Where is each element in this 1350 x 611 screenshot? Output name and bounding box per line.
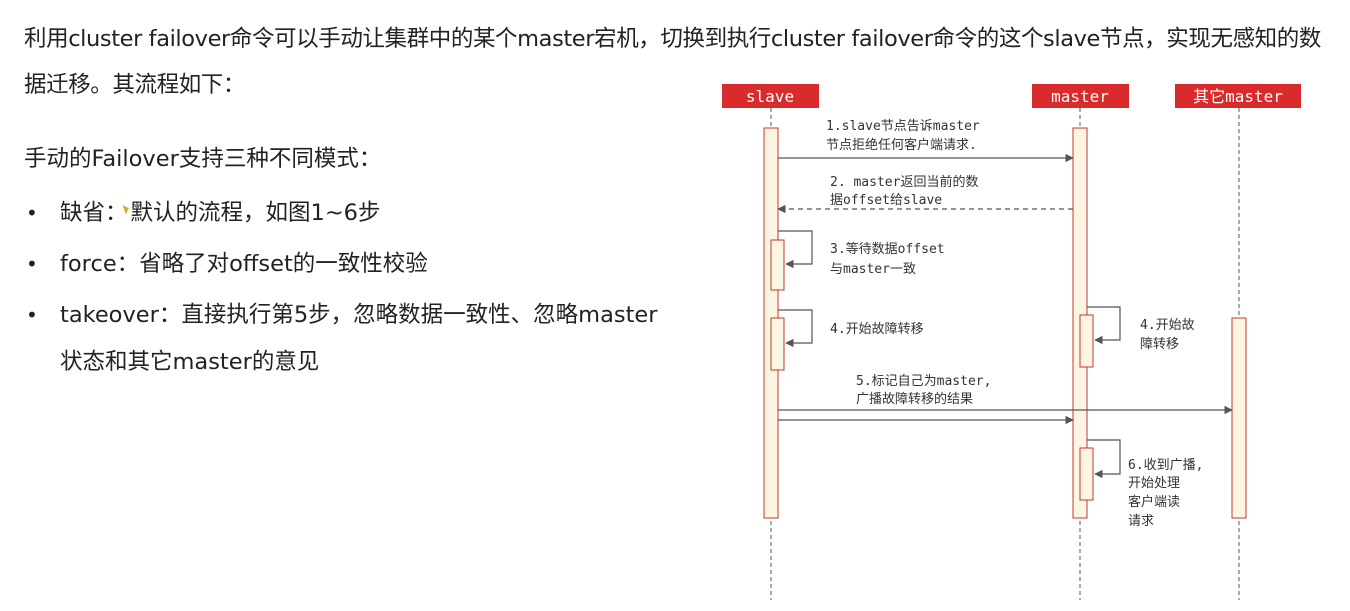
step4-slave-line1: 4.开始故障转移 (830, 322, 924, 337)
participant-slave-label: slave (746, 87, 794, 106)
mode-takeover-text: takeover：直接执行第5步，忽略数据一致性、忽略master状态和其它ma… (60, 302, 658, 375)
bullet-dot: • (26, 303, 38, 327)
step6-line4: 请求 (1128, 514, 1154, 529)
step4-master-self-arrow (1087, 306, 1121, 345)
master-nested-activation-6 (1079, 447, 1094, 501)
mode-force-text: force：省略了对offset的一致性校验 (60, 251, 428, 277)
step4-slave-self-arrow (778, 309, 813, 348)
mode-default-desc: 默认的流程，如图1~6步 (130, 200, 381, 226)
participant-master: master (1032, 84, 1129, 108)
step2-line2: 据offset给slave (830, 193, 942, 208)
step1-line1: 1.slave节点告诉master (826, 119, 980, 134)
other-master-activation (1231, 317, 1247, 519)
modes-list: • 缺省：默认的流程，如图1~6步 • force：省略了对offset的一致性… (24, 190, 664, 390)
master-nested-activation-4 (1079, 314, 1094, 368)
participant-other-master-label: 其它master (1193, 87, 1283, 106)
step6-line2: 开始处理 (1128, 476, 1180, 491)
mode-item-takeover: • takeover：直接执行第5步，忽略数据一致性、忽略master状态和其它… (24, 292, 664, 386)
step4-master-line2: 障转移 (1140, 337, 1179, 352)
participant-slave: slave (722, 84, 819, 108)
step6-line1: 6.收到广播, (1128, 458, 1203, 473)
step5-line1: 5.标记自己为master, (856, 374, 991, 389)
step2-line1: 2. master返回当前的数 (830, 174, 978, 190)
bullet-dot: • (26, 252, 38, 276)
mode-default-label: 缺省： (60, 200, 128, 226)
participant-master-label: master (1051, 87, 1109, 106)
step3-line2: 与master一致 (830, 262, 916, 277)
step6-line3: 客户端读 (1128, 494, 1180, 510)
step3-line1: 3.等待数据offset (830, 241, 945, 257)
intro-paragraph: 利用cluster failover命令可以手动让集群中的某个master宕机，… (24, 26, 1321, 98)
step5-line2: 广播故障转移的结果 (856, 391, 973, 407)
mode-item-force: • force：省略了对offset的一致性校验 (24, 241, 664, 288)
step4-master-line1: 4.开始故 (1140, 318, 1195, 333)
modes-heading: 手动的Failover支持三种不同模式： (24, 146, 382, 172)
step3-self-arrow (778, 230, 813, 269)
participant-other-master: 其它master (1175, 84, 1301, 108)
step1-line2: 节点拒绝任何客户端请求. (826, 137, 977, 153)
slave-nested-activation-4 (770, 317, 785, 371)
mode-item-default: • 缺省：默认的流程，如图1~6步 (24, 190, 664, 237)
step6-self-arrow (1087, 439, 1121, 479)
bullet-dot: • (26, 201, 38, 225)
slave-nested-activation-3 (770, 239, 785, 291)
